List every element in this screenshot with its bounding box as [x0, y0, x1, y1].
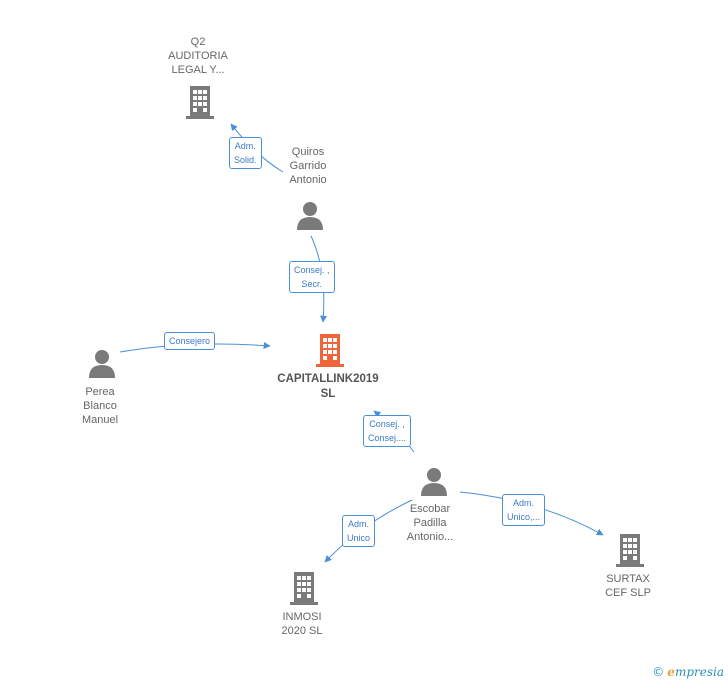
edge-label-line: Consej....: [368, 433, 407, 443]
node-label-line: Antonio: [289, 174, 327, 186]
edge-label-quiros-q2[interactable]: Adm. Solid.: [229, 137, 262, 169]
node-label-line: Q2: [190, 36, 206, 48]
node-label-line: Quiros: [291, 146, 325, 158]
node-label-quiros: Quiros Garrido Antonio: [258, 145, 358, 187]
node-label-escobar: Escobar Padilla Antonio...: [380, 502, 480, 544]
edge-label-line: Secr.: [301, 279, 323, 289]
node-label-line: Perea: [85, 386, 115, 398]
edge-label-escobar-capitallink[interactable]: Consej. , Consej....: [363, 415, 412, 447]
brand-watermark: ©empresia: [652, 665, 724, 679]
edge-label-line: Consej. ,: [294, 265, 330, 275]
node-label-surtax: SURTAX CEF SLP: [578, 572, 678, 600]
edge-label-line: Consej. ,: [369, 419, 405, 429]
node-label-line: Antonio...: [406, 531, 454, 543]
node-label-perea: Perea Blanco Manuel: [50, 385, 150, 427]
main-company-building-icon[interactable]: [314, 332, 346, 368]
copyright-icon: ©: [652, 665, 665, 679]
node-label-line: Manuel: [81, 414, 119, 426]
node-label-capitallink: CAPITALLINK2019 SL: [258, 372, 398, 402]
node-label-line: SURTAX: [606, 573, 650, 585]
person-icon[interactable]: [295, 200, 325, 230]
node-label-line: CAPITALLINK2019: [277, 373, 379, 385]
edge-label-line: Adm.: [513, 498, 535, 508]
node-label-line: 2020 SL: [281, 625, 323, 637]
edge-label-line: Adm.: [348, 519, 370, 529]
node-label-line: SL: [320, 388, 336, 400]
brand-initial: e: [667, 665, 675, 679]
node-label-line: AUDITORIA: [168, 50, 228, 62]
edge-label-escobar-surtax[interactable]: Adm. Unico,...: [502, 494, 546, 526]
person-icon[interactable]: [87, 348, 117, 378]
edge-label-line: Adm.: [234, 141, 256, 151]
edge-label-line: Unico,...: [507, 512, 541, 522]
building-icon[interactable]: [184, 84, 216, 120]
node-label-line: Escobar: [409, 503, 451, 515]
edge-label-line: Consejero: [169, 336, 211, 346]
node-label-line: CEF SLP: [605, 587, 651, 599]
building-icon[interactable]: [614, 532, 646, 568]
edge-label-escobar-inmosi[interactable]: Adm. Unico: [342, 515, 376, 547]
node-label-inmosi: INMOSI 2020 SL: [252, 610, 352, 638]
node-label-line: Padilla: [413, 517, 447, 529]
edge-label-perea-capitallink[interactable]: Consejero: [164, 332, 216, 350]
person-icon[interactable]: [419, 466, 449, 496]
edge-label-line: Solid.: [234, 155, 257, 165]
node-label-line: Garrido: [289, 160, 327, 172]
node-label-line: LEGAL Y...: [171, 64, 225, 76]
building-icon[interactable]: [288, 570, 320, 606]
node-label-line: INMOSI: [282, 611, 322, 623]
edge-label-quiros-capitallink[interactable]: Consej. , Secr.: [289, 261, 335, 293]
node-label-line: Blanco: [83, 400, 117, 412]
brand-name: mpresia: [674, 665, 724, 679]
node-label-q2: Q2 AUDITORIA LEGAL Y...: [148, 35, 248, 77]
edge-label-line: Unico: [347, 533, 371, 543]
